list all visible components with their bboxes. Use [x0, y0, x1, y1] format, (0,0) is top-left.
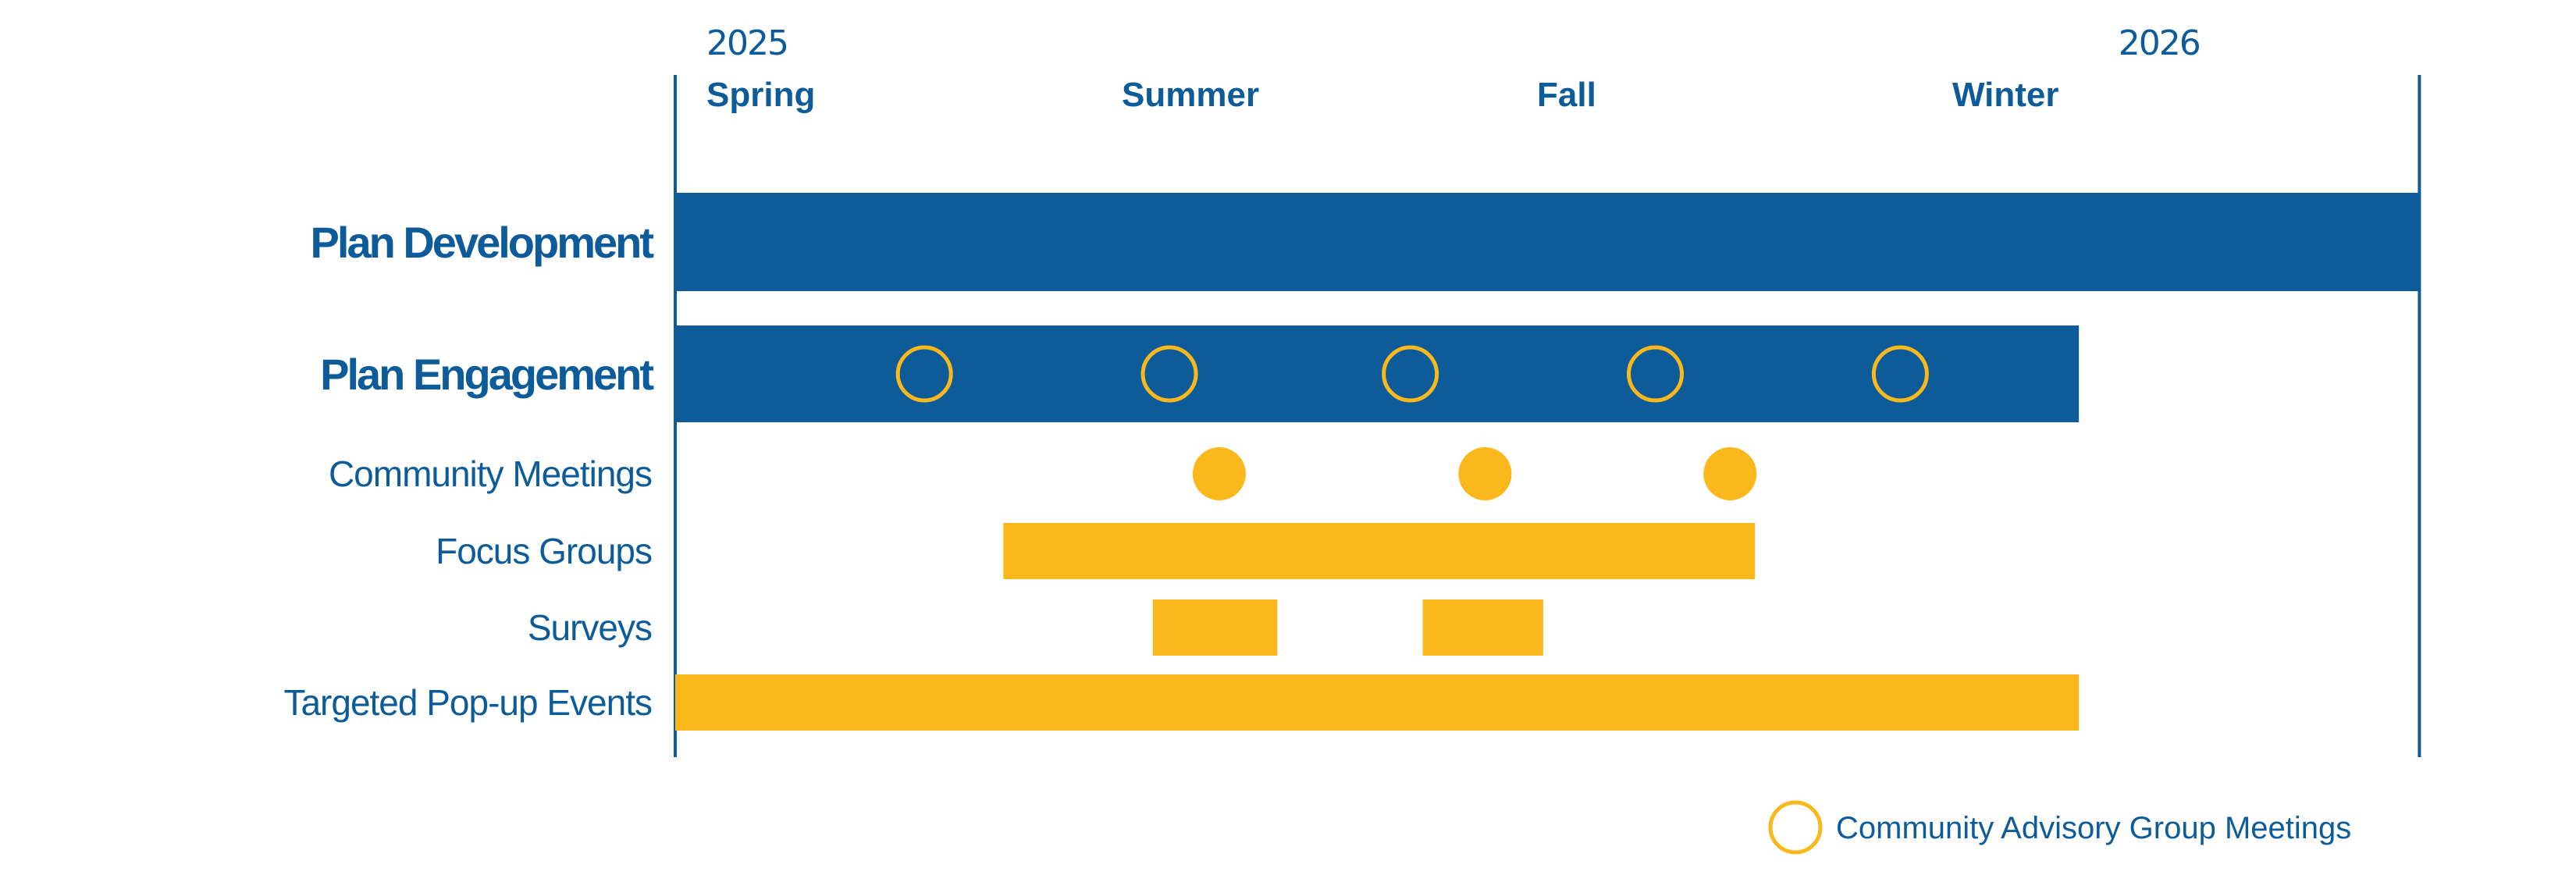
advisory-meeting-marker — [1627, 345, 1685, 403]
row-label: Community Meetings — [329, 454, 652, 494]
advisory-meeting-marker — [895, 345, 953, 403]
community-meeting-marker — [1458, 447, 1512, 500]
community-meeting-marker — [1192, 447, 1246, 500]
advisory-meeting-marker — [1382, 345, 1439, 403]
legend: Community Advisory Group Meetings — [1768, 800, 2351, 855]
season-label: Summer — [1122, 76, 1259, 114]
gantt-bar — [675, 193, 2420, 291]
gantt-bar — [1422, 599, 1543, 656]
gantt-bar — [1152, 599, 1278, 656]
community-meeting-marker — [1703, 447, 1757, 500]
year-label: 2026 — [2119, 23, 2200, 63]
legend-open-circle-icon — [1768, 800, 1823, 855]
markers-layer — [895, 345, 1929, 500]
season-label: Spring — [706, 76, 815, 114]
season-label: Fall — [1537, 76, 1596, 114]
row-label: Plan Engagement — [320, 350, 653, 399]
row-label: Focus Groups — [436, 531, 652, 571]
advisory-meeting-marker — [1871, 345, 1929, 403]
row-label: Plan Development — [311, 218, 654, 267]
gantt-bar — [675, 674, 2080, 731]
legend-label: Community Advisory Group Meetings — [1836, 811, 2351, 845]
bars-layer — [675, 193, 2420, 731]
season-label: Winter — [1952, 76, 2059, 114]
gantt-bar — [675, 325, 2080, 422]
gantt-bar — [1003, 523, 1756, 579]
row-label: Targeted Pop-up Events — [283, 682, 652, 723]
row-label: Surveys — [528, 607, 652, 648]
advisory-meeting-marker — [1140, 345, 1198, 403]
year-label: 2025 — [706, 23, 788, 63]
